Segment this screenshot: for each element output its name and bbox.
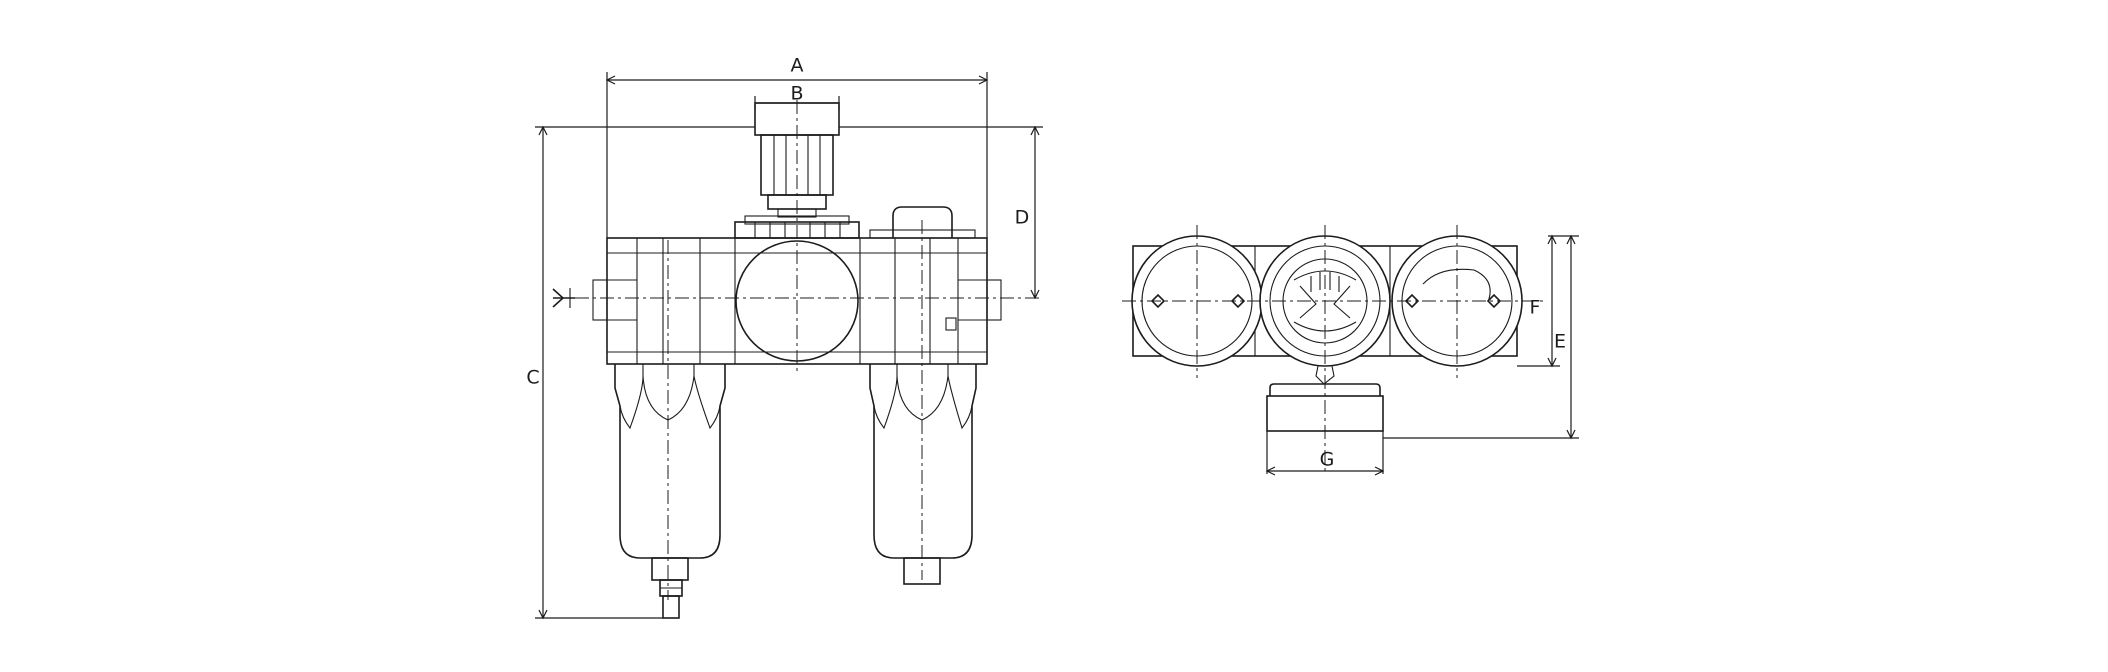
dimension-label-a: A <box>791 55 804 77</box>
dimension-lines-front <box>535 72 1043 620</box>
dimension-label-b: B <box>790 83 803 105</box>
top-view: F E G <box>1122 225 1579 476</box>
port-marker <box>552 288 575 308</box>
dimension-labels-top: F E G <box>1320 297 1566 471</box>
dimension-labels-front: A B C D <box>526 55 1029 389</box>
dimension-label-g: G <box>1320 449 1335 471</box>
front-view: A B C D <box>526 55 1043 620</box>
dimension-lines-top <box>1265 234 1579 476</box>
top-centerlines <box>1122 225 1545 474</box>
dimension-label-e: E <box>1554 331 1566 353</box>
right-bowl <box>869 364 977 585</box>
dimension-label-d: D <box>1015 207 1030 229</box>
dimension-label-c: C <box>526 367 539 389</box>
dimension-label-f: F <box>1530 297 1541 319</box>
front-centerlines <box>575 100 1040 600</box>
left-bowl <box>614 364 726 619</box>
